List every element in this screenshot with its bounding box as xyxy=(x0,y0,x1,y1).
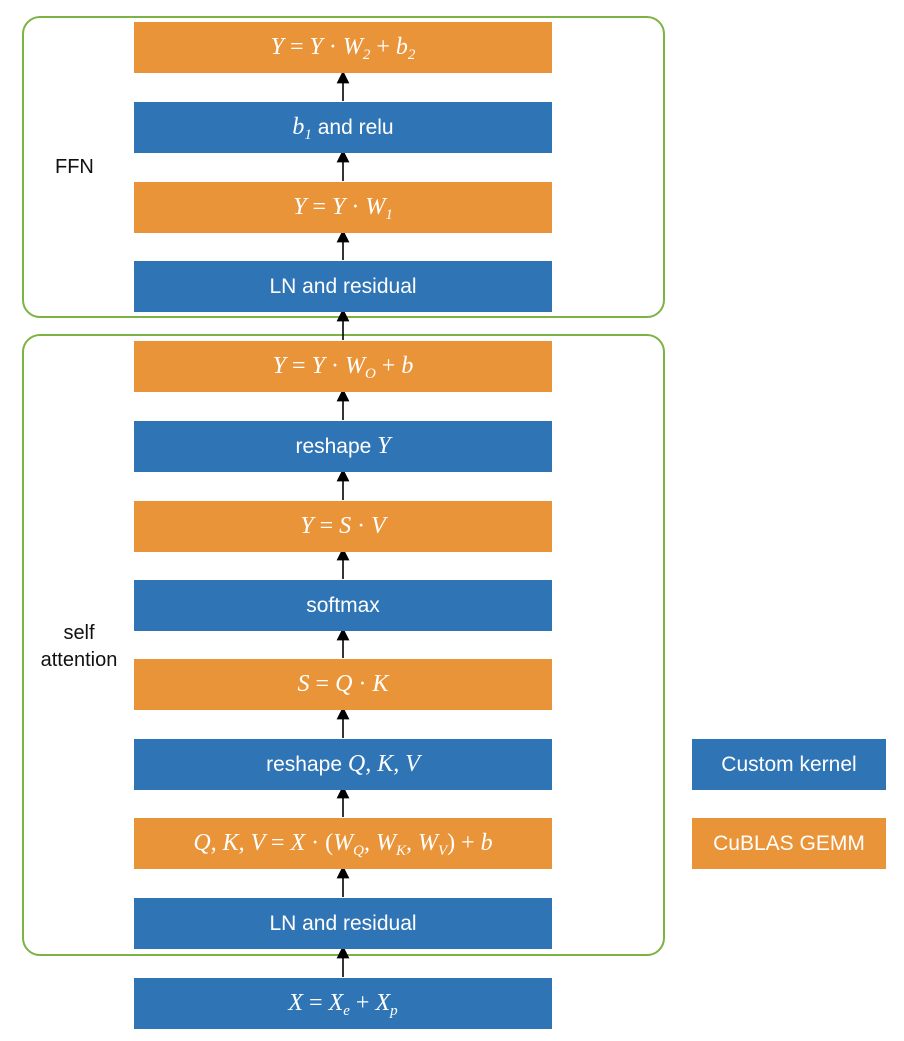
self-attention-group-label: self attention xyxy=(31,620,127,674)
attn-reshape-qkv-label: reshape xyxy=(266,752,343,776)
legend-custom-kernel: Custom kernel xyxy=(692,739,886,790)
attn-qk-gemm-box: S = Q · K xyxy=(134,659,552,710)
attn-wo-gemm-box: Y = Y · WO + b xyxy=(134,341,552,392)
attn-reshape-qkv-vars: Q, K, V xyxy=(347,751,420,777)
ffn-b1-relu-box: b1 and relu xyxy=(134,102,552,153)
attn-reshape-y-label: reshape xyxy=(295,434,372,458)
attn-qk-formula: S = Q · K xyxy=(297,671,389,697)
self-attention-label-line1: self xyxy=(63,622,95,644)
self-attention-label-line2: attention xyxy=(40,649,118,671)
ffn-w1-gemm-box: Y = Y · W1 xyxy=(134,182,552,233)
attn-wo-formula: Y = Y · WO + b xyxy=(272,353,414,382)
attn-qkv-proj-formula: Q, K, V = X · (WQ, WK, WV) + b xyxy=(193,830,493,859)
attn-qkv-proj-gemm-box: Q, K, V = X · (WQ, WK, WV) + b xyxy=(134,818,552,869)
ffn-w2-formula: Y = Y · W2 + b2 xyxy=(270,34,416,63)
attn-ln-residual-label: LN and residual xyxy=(269,911,417,935)
attn-softmax-label: softmax xyxy=(306,593,380,617)
input-embedding-box: X = Xe + Xp xyxy=(134,978,552,1029)
attn-sv-gemm-box: Y = S · V xyxy=(134,501,552,552)
ffn-group-label: FFN xyxy=(55,156,94,178)
attn-softmax-box: softmax xyxy=(134,580,552,631)
input-embedding-formula: X = Xe + Xp xyxy=(288,990,398,1019)
ffn-ln-residual-label: LN and residual xyxy=(269,274,417,298)
ffn-b1-symbol: b1 xyxy=(292,114,312,143)
ffn-ln-residual-box: LN and residual xyxy=(134,261,552,312)
attn-reshape-qkv-box: reshape Q, K, V xyxy=(134,739,552,790)
attn-sv-formula: Y = S · V xyxy=(300,513,386,539)
attn-reshape-y-var: Y xyxy=(377,433,391,459)
ffn-w1-formula: Y = Y · W1 xyxy=(293,194,393,223)
ffn-b1-relu-label: and relu xyxy=(317,115,394,139)
ffn-w2-gemm-box: Y = Y · W2 + b2 xyxy=(134,22,552,73)
attn-ln-residual-box: LN and residual xyxy=(134,898,552,949)
attn-reshape-y-box: reshape Y xyxy=(134,421,552,472)
legend-cublas-gemm: CuBLAS GEMM xyxy=(692,818,886,869)
